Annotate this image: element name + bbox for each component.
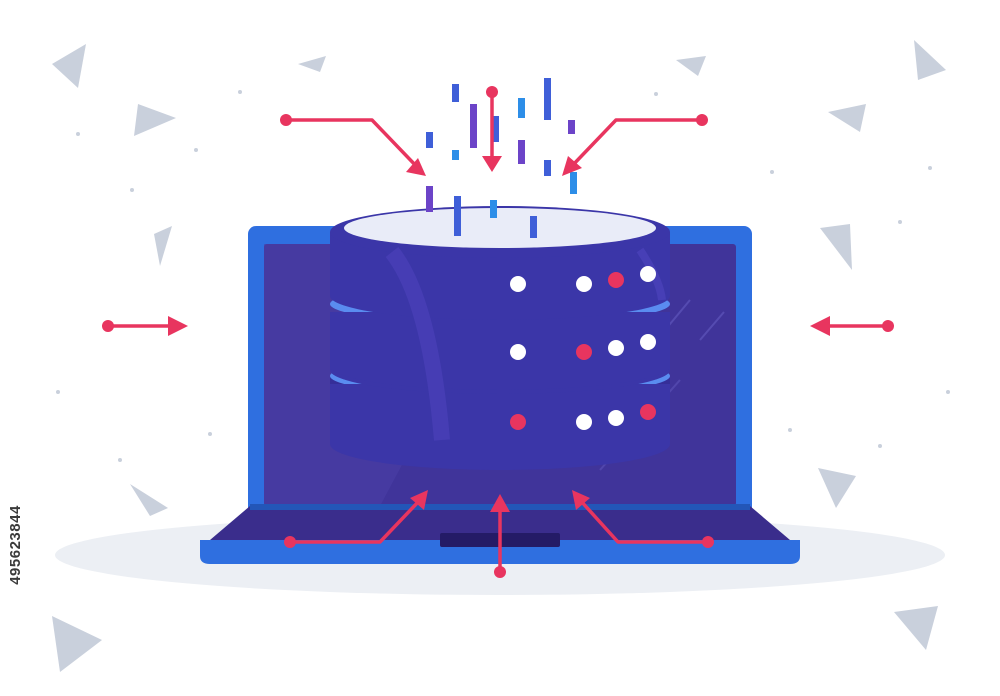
led bbox=[510, 276, 526, 292]
database-icon bbox=[330, 206, 670, 470]
led bbox=[608, 410, 624, 426]
led bbox=[640, 266, 656, 282]
led bbox=[576, 276, 592, 292]
led bbox=[510, 414, 526, 430]
stock-image-id: 495623844 bbox=[7, 505, 24, 585]
arrow-icon bbox=[102, 86, 894, 578]
led bbox=[576, 414, 592, 430]
led bbox=[608, 272, 624, 288]
led bbox=[640, 404, 656, 420]
led bbox=[608, 340, 624, 356]
data-stream-icon bbox=[426, 78, 577, 238]
led bbox=[576, 344, 592, 360]
led bbox=[640, 334, 656, 350]
decorative-fragments bbox=[52, 40, 950, 672]
led bbox=[510, 344, 526, 360]
